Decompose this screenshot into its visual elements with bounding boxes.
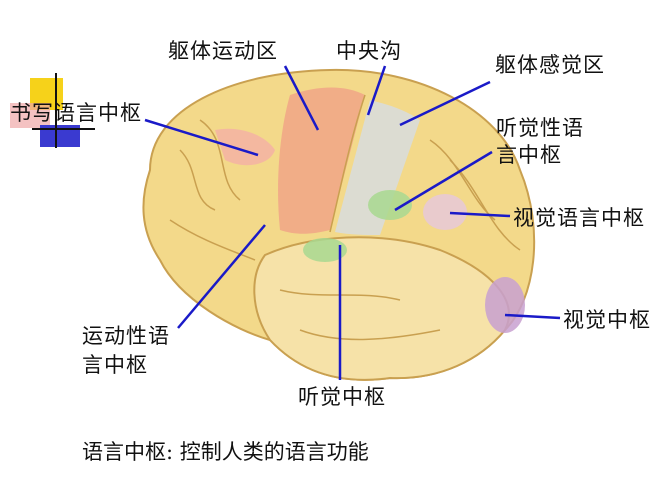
leader-lines xyxy=(144,65,561,380)
leader-sensory xyxy=(399,80,491,127)
decor-red-square xyxy=(10,103,50,128)
temporal-lobe xyxy=(253,236,510,381)
auditory-language-area xyxy=(368,190,412,220)
label-motor-area: 躯体运动区 xyxy=(168,39,278,63)
label-motor-language-center-line2: 言中枢 xyxy=(82,353,148,377)
label-auditory-language-center-line1: 听觉性语 xyxy=(496,116,584,140)
label-auditory-language-center-line2: 言中枢 xyxy=(496,143,562,167)
auditory-area xyxy=(303,238,347,262)
label-central-sulcus: 中央沟 xyxy=(336,39,402,63)
caption: 语言中枢: 控制人类的语言功能 xyxy=(82,440,369,464)
decor-blue-square xyxy=(40,125,80,147)
somatosensory-area xyxy=(335,100,420,235)
leader-central-sulcus xyxy=(366,65,387,116)
label-visual-center: 视觉中枢 xyxy=(563,308,651,332)
label-motor-language-center-line1: 运动性语 xyxy=(82,324,170,348)
label-writing-center: 书写语言中枢 xyxy=(10,101,142,125)
leader-visual-language xyxy=(449,211,511,218)
visual-language-area xyxy=(423,194,467,230)
label-somatosensory-area: 躯体感觉区 xyxy=(495,53,605,77)
leader-visual xyxy=(504,313,561,320)
leader-motor xyxy=(283,65,320,131)
leader-writing xyxy=(144,118,259,157)
motor-area xyxy=(278,87,365,234)
writing-center-area xyxy=(215,128,275,166)
visual-area xyxy=(485,277,525,333)
label-visual-language-center: 视觉语言中枢 xyxy=(513,206,645,230)
leader-motor-language xyxy=(177,224,266,329)
leader-auditory-language xyxy=(394,150,493,212)
label-auditory-center: 听觉中枢 xyxy=(298,385,386,409)
